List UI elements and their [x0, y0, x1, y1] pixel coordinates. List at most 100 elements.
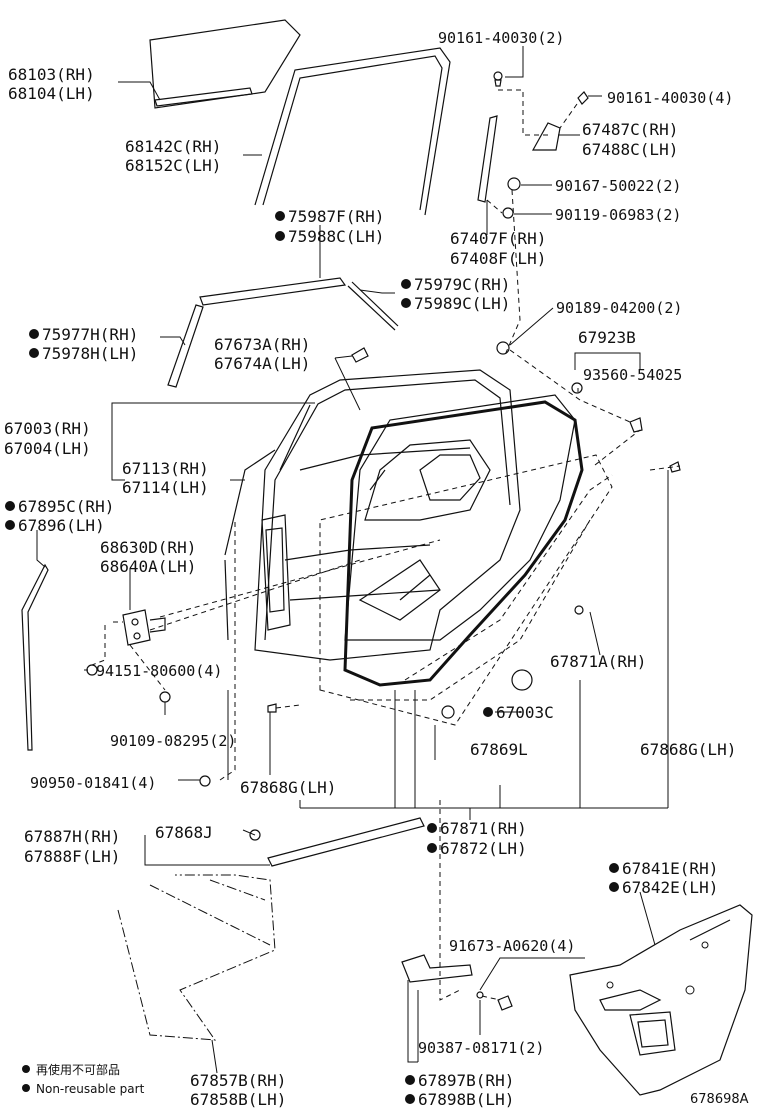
non-reusable-marker	[609, 863, 619, 873]
label-67897b[interactable]: 67897B(RH)	[418, 1071, 514, 1090]
lower-bracket-drawing	[401, 954, 513, 1011]
protector-film-drawing	[117, 874, 276, 1041]
label-67868g-lh-b[interactable]: 67868G(LH)	[640, 740, 736, 759]
non-reusable-marker	[405, 1075, 415, 1085]
non-reusable-marker	[483, 707, 493, 717]
label-68142c[interactable]: 68142C(RH)	[125, 137, 221, 156]
label-91673[interactable]: 91673-A0620(4)	[449, 937, 575, 955]
label-67868g-lh-a[interactable]: 67868G(LH)	[240, 778, 336, 797]
label-68103[interactable]: 68103(RH)	[8, 65, 95, 84]
legend-non-reusable-en: Non-reusable part	[36, 1082, 145, 1096]
label-75979c[interactable]: 75979C(RH)	[414, 275, 510, 294]
non-reusable-marker	[609, 882, 619, 892]
non-reusable-marker	[5, 520, 15, 530]
door-glass-drawing	[149, 19, 301, 109]
label-67842e[interactable]: 67842E(LH)	[622, 878, 718, 897]
label-90189[interactable]: 90189-04200(2)	[556, 299, 682, 317]
inner-seal-dashed	[404, 474, 613, 681]
label-94151[interactable]: 94151-80600(4)	[96, 662, 222, 680]
label-68152c[interactable]: 68152C(LH)	[125, 156, 221, 175]
label-67673a[interactable]: 67673A(RH)	[214, 335, 310, 354]
non-reusable-marker	[427, 823, 437, 833]
diagram-code: 678698A	[690, 1092, 749, 1107]
label-90119[interactable]: 90119-06983(2)	[555, 206, 681, 224]
label-90161-4[interactable]: 90161-40030(4)	[607, 89, 733, 107]
non-reusable-marker	[275, 211, 285, 221]
hole-plug-small-drawing	[441, 705, 455, 719]
clip-drawing	[351, 347, 369, 363]
door-inner-panel-drawing	[344, 394, 576, 641]
non-reusable-marker	[427, 843, 437, 853]
label-90161-2[interactable]: 90161-40030(2)	[438, 29, 564, 47]
label-67895c[interactable]: 67895C(RH)	[18, 497, 114, 516]
pillar-garnish-drawing	[167, 304, 204, 388]
label-67923b[interactable]: 67923B	[578, 328, 636, 347]
label-67003c[interactable]: 67003C	[496, 703, 554, 722]
label-67857b[interactable]: 67857B(RH)	[190, 1071, 286, 1090]
label-67868j[interactable]: 67868J	[155, 823, 213, 842]
label-90387[interactable]: 90387-08171(2)	[418, 1039, 544, 1057]
label-67674a[interactable]: 67674A(LH)	[214, 354, 310, 373]
non-reusable-marker	[401, 279, 411, 289]
label-67488c[interactable]: 67488C(LH)	[582, 140, 678, 159]
label-68104[interactable]: 68104(LH)	[8, 84, 95, 103]
legend-non-reusable-jp: 再使用不可部品	[36, 1062, 120, 1077]
legend-marker	[22, 1065, 30, 1073]
legend-marker	[22, 1084, 30, 1092]
non-reusable-marker	[29, 329, 39, 339]
glass-run-channel-drawing	[254, 47, 451, 216]
label-67407f[interactable]: 67407F(RH)	[450, 229, 546, 248]
non-reusable-marker	[275, 231, 285, 241]
door-panel-drawing	[224, 369, 521, 661]
label-67869l[interactable]: 67869L	[470, 740, 528, 759]
legend: 再使用不可部品 Non-reusable part	[22, 1062, 145, 1096]
non-reusable-marker	[405, 1094, 415, 1104]
door-hinge-drawing	[122, 609, 166, 646]
label-67858b[interactable]: 67858B(LH)	[190, 1090, 286, 1109]
label-67887h[interactable]: 67887H(RH)	[24, 827, 120, 846]
label-90950[interactable]: 90950-01841(4)	[30, 774, 156, 792]
weatherstrip-drawing	[21, 563, 49, 751]
non-reusable-marker	[401, 298, 411, 308]
label-67898b[interactable]: 67898B(LH)	[418, 1090, 514, 1109]
lower-moulding-drawing	[267, 817, 425, 867]
label-67888f[interactable]: 67888F(LH)	[24, 847, 120, 866]
hole-plug-drawing	[511, 669, 533, 691]
label-90109[interactable]: 90109-08295(2)	[110, 732, 236, 750]
fasteners-upper-drawing	[493, 71, 681, 473]
part-labels: 68103(RH) 68104(LH) 68142C(RH) 68152C(LH…	[4, 29, 736, 1109]
label-67003[interactable]: 67003(RH)	[4, 419, 91, 438]
label-67114[interactable]: 67114(LH)	[122, 478, 209, 497]
trim-outline-dashed	[319, 454, 613, 726]
label-68640a[interactable]: 68640A(LH)	[100, 557, 196, 576]
label-67872[interactable]: 67872(LH)	[440, 839, 527, 858]
belt-moulding-drawing	[199, 277, 399, 331]
fasteners-lower-left-drawing	[86, 664, 277, 787]
label-93560[interactable]: 93560-54025	[583, 366, 682, 384]
label-75989c[interactable]: 75989C(LH)	[414, 294, 510, 313]
label-67871a[interactable]: 67871A(RH)	[550, 652, 646, 671]
label-67896[interactable]: 67896(LH)	[18, 516, 105, 535]
assembly-dashed-lines	[91, 89, 681, 1001]
label-75987f[interactable]: 75987F(RH)	[288, 207, 384, 226]
label-67871[interactable]: 67871(RH)	[440, 819, 527, 838]
label-68630d[interactable]: 68630D(RH)	[100, 538, 196, 557]
clip-67871a-drawing	[574, 605, 584, 615]
leader-lines	[36, 46, 669, 1074]
label-67841e[interactable]: 67841E(RH)	[622, 859, 718, 878]
corner-cover-drawing	[531, 122, 561, 151]
label-67004[interactable]: 67004(LH)	[4, 439, 91, 458]
label-67487c[interactable]: 67487C(RH)	[582, 120, 678, 139]
window-division-drawing	[477, 115, 498, 203]
non-reusable-marker	[29, 348, 39, 358]
label-75988c[interactable]: 75988C(LH)	[288, 227, 384, 246]
label-75977h[interactable]: 75977H(RH)	[42, 325, 138, 344]
trim-outline-dashed-2	[350, 519, 591, 701]
label-75978h[interactable]: 75978H(LH)	[42, 344, 138, 363]
label-90167[interactable]: 90167-50022(2)	[555, 177, 681, 195]
label-67408f[interactable]: 67408F(LH)	[450, 249, 546, 268]
label-67113[interactable]: 67113(RH)	[122, 459, 209, 478]
service-hole-cover-drawing	[569, 904, 753, 1096]
